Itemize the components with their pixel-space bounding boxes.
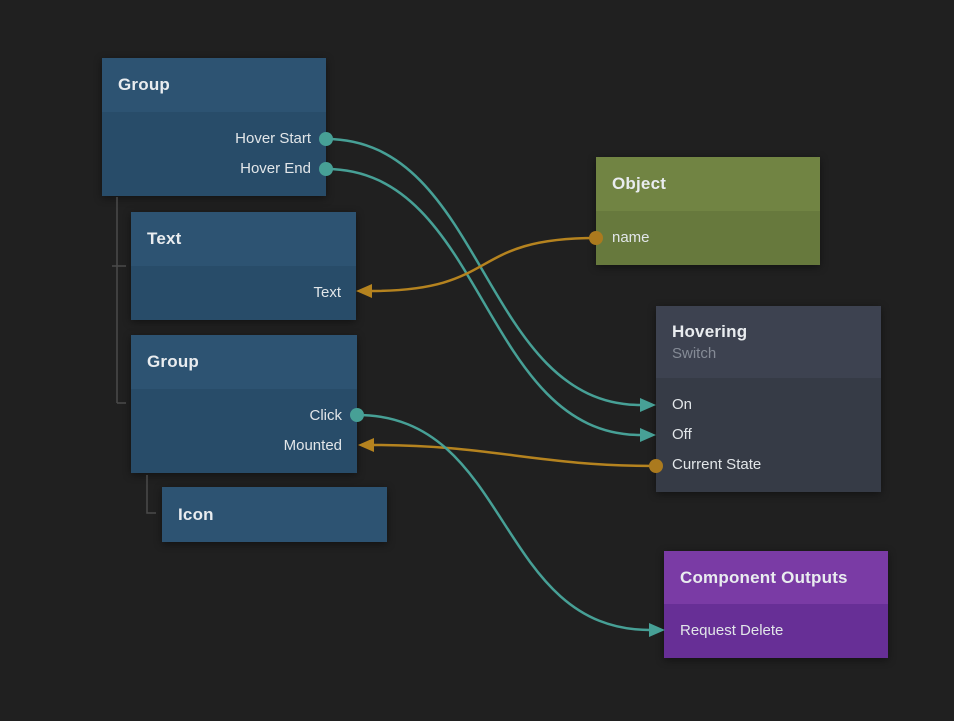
node-header[interactable]: Hovering Switch (656, 306, 881, 378)
node-body: name (596, 211, 820, 265)
node-hovering-switch[interactable]: Hovering Switch On Off Current State (656, 306, 881, 492)
node-header[interactable]: Group (131, 335, 357, 389)
node-header[interactable]: Component Outputs (664, 551, 888, 604)
node-body: On Off Current State (656, 378, 881, 492)
node-text[interactable]: Text Text (131, 212, 356, 320)
port-row-request-delete[interactable]: Request Delete (664, 616, 888, 646)
node-header[interactable]: Text (131, 212, 356, 266)
off-input-arrow[interactable] (640, 428, 656, 442)
port-row-hover-end[interactable]: Hover End (102, 154, 326, 184)
edge-current-state-to-mounted[interactable] (372, 443, 657, 468)
edge-click-to-request-delete[interactable] (356, 413, 651, 632)
node-object[interactable]: Object name (596, 157, 820, 265)
node-header[interactable]: Object (596, 157, 820, 211)
node-title: Object (612, 174, 667, 193)
port-row-hover-start[interactable]: Hover Start (102, 124, 326, 154)
node-title: Text (147, 229, 182, 248)
port-row-text[interactable]: Text (131, 278, 356, 308)
port-label: Text (313, 284, 341, 301)
node-title: Component Outputs (680, 567, 848, 587)
port-row-on[interactable]: On (656, 390, 881, 420)
port-row-name[interactable]: name (596, 223, 820, 253)
node-icon[interactable]: Icon (162, 487, 387, 542)
port-label: name (612, 229, 650, 246)
node-group-2[interactable]: Group Click Mounted (131, 335, 357, 473)
node-title: Hovering (672, 322, 748, 341)
port-row-off[interactable]: Off (656, 420, 881, 450)
port-label: Off (672, 426, 692, 443)
node-header[interactable]: Icon (162, 487, 387, 542)
edge-hover-start-to-on[interactable] (325, 137, 642, 407)
on-input-arrow[interactable] (640, 398, 656, 412)
request-delete-input-arrow[interactable] (649, 623, 665, 637)
port-row-current-state[interactable]: Current State (656, 450, 881, 480)
node-subtitle: Switch (672, 345, 717, 362)
node-body: Request Delete (664, 604, 888, 658)
port-label: Current State (672, 456, 762, 473)
port-label: Hover Start (235, 130, 311, 147)
node-body: Hover Start Hover End (102, 112, 326, 196)
node-title: Group (118, 75, 170, 94)
node-title: Icon (178, 504, 214, 524)
port-row-mounted[interactable]: Mounted (131, 431, 357, 461)
node-group-1[interactable]: Group Hover Start Hover End (102, 58, 326, 196)
tree-connector-group1-children (112, 197, 126, 404)
node-title: Group (147, 352, 199, 371)
edge-hover-end-to-off[interactable] (325, 167, 642, 437)
port-label: On (672, 396, 693, 413)
mounted-input-arrow[interactable] (358, 438, 374, 452)
node-body: Click Mounted (131, 389, 357, 473)
port-label: Click (309, 407, 343, 424)
edge-name-to-text[interactable] (370, 236, 597, 293)
text-input-arrow[interactable] (356, 284, 372, 298)
node-body: Text (131, 266, 356, 320)
node-component-outputs[interactable]: Component Outputs Request Delete (664, 551, 888, 658)
tree-connector-group2-icon (146, 475, 156, 514)
port-label: Mounted (283, 437, 342, 454)
port-label: Hover End (240, 160, 311, 177)
node-header[interactable]: Group (102, 58, 326, 112)
port-label: Request Delete (680, 622, 784, 639)
port-row-click[interactable]: Click (131, 401, 357, 431)
